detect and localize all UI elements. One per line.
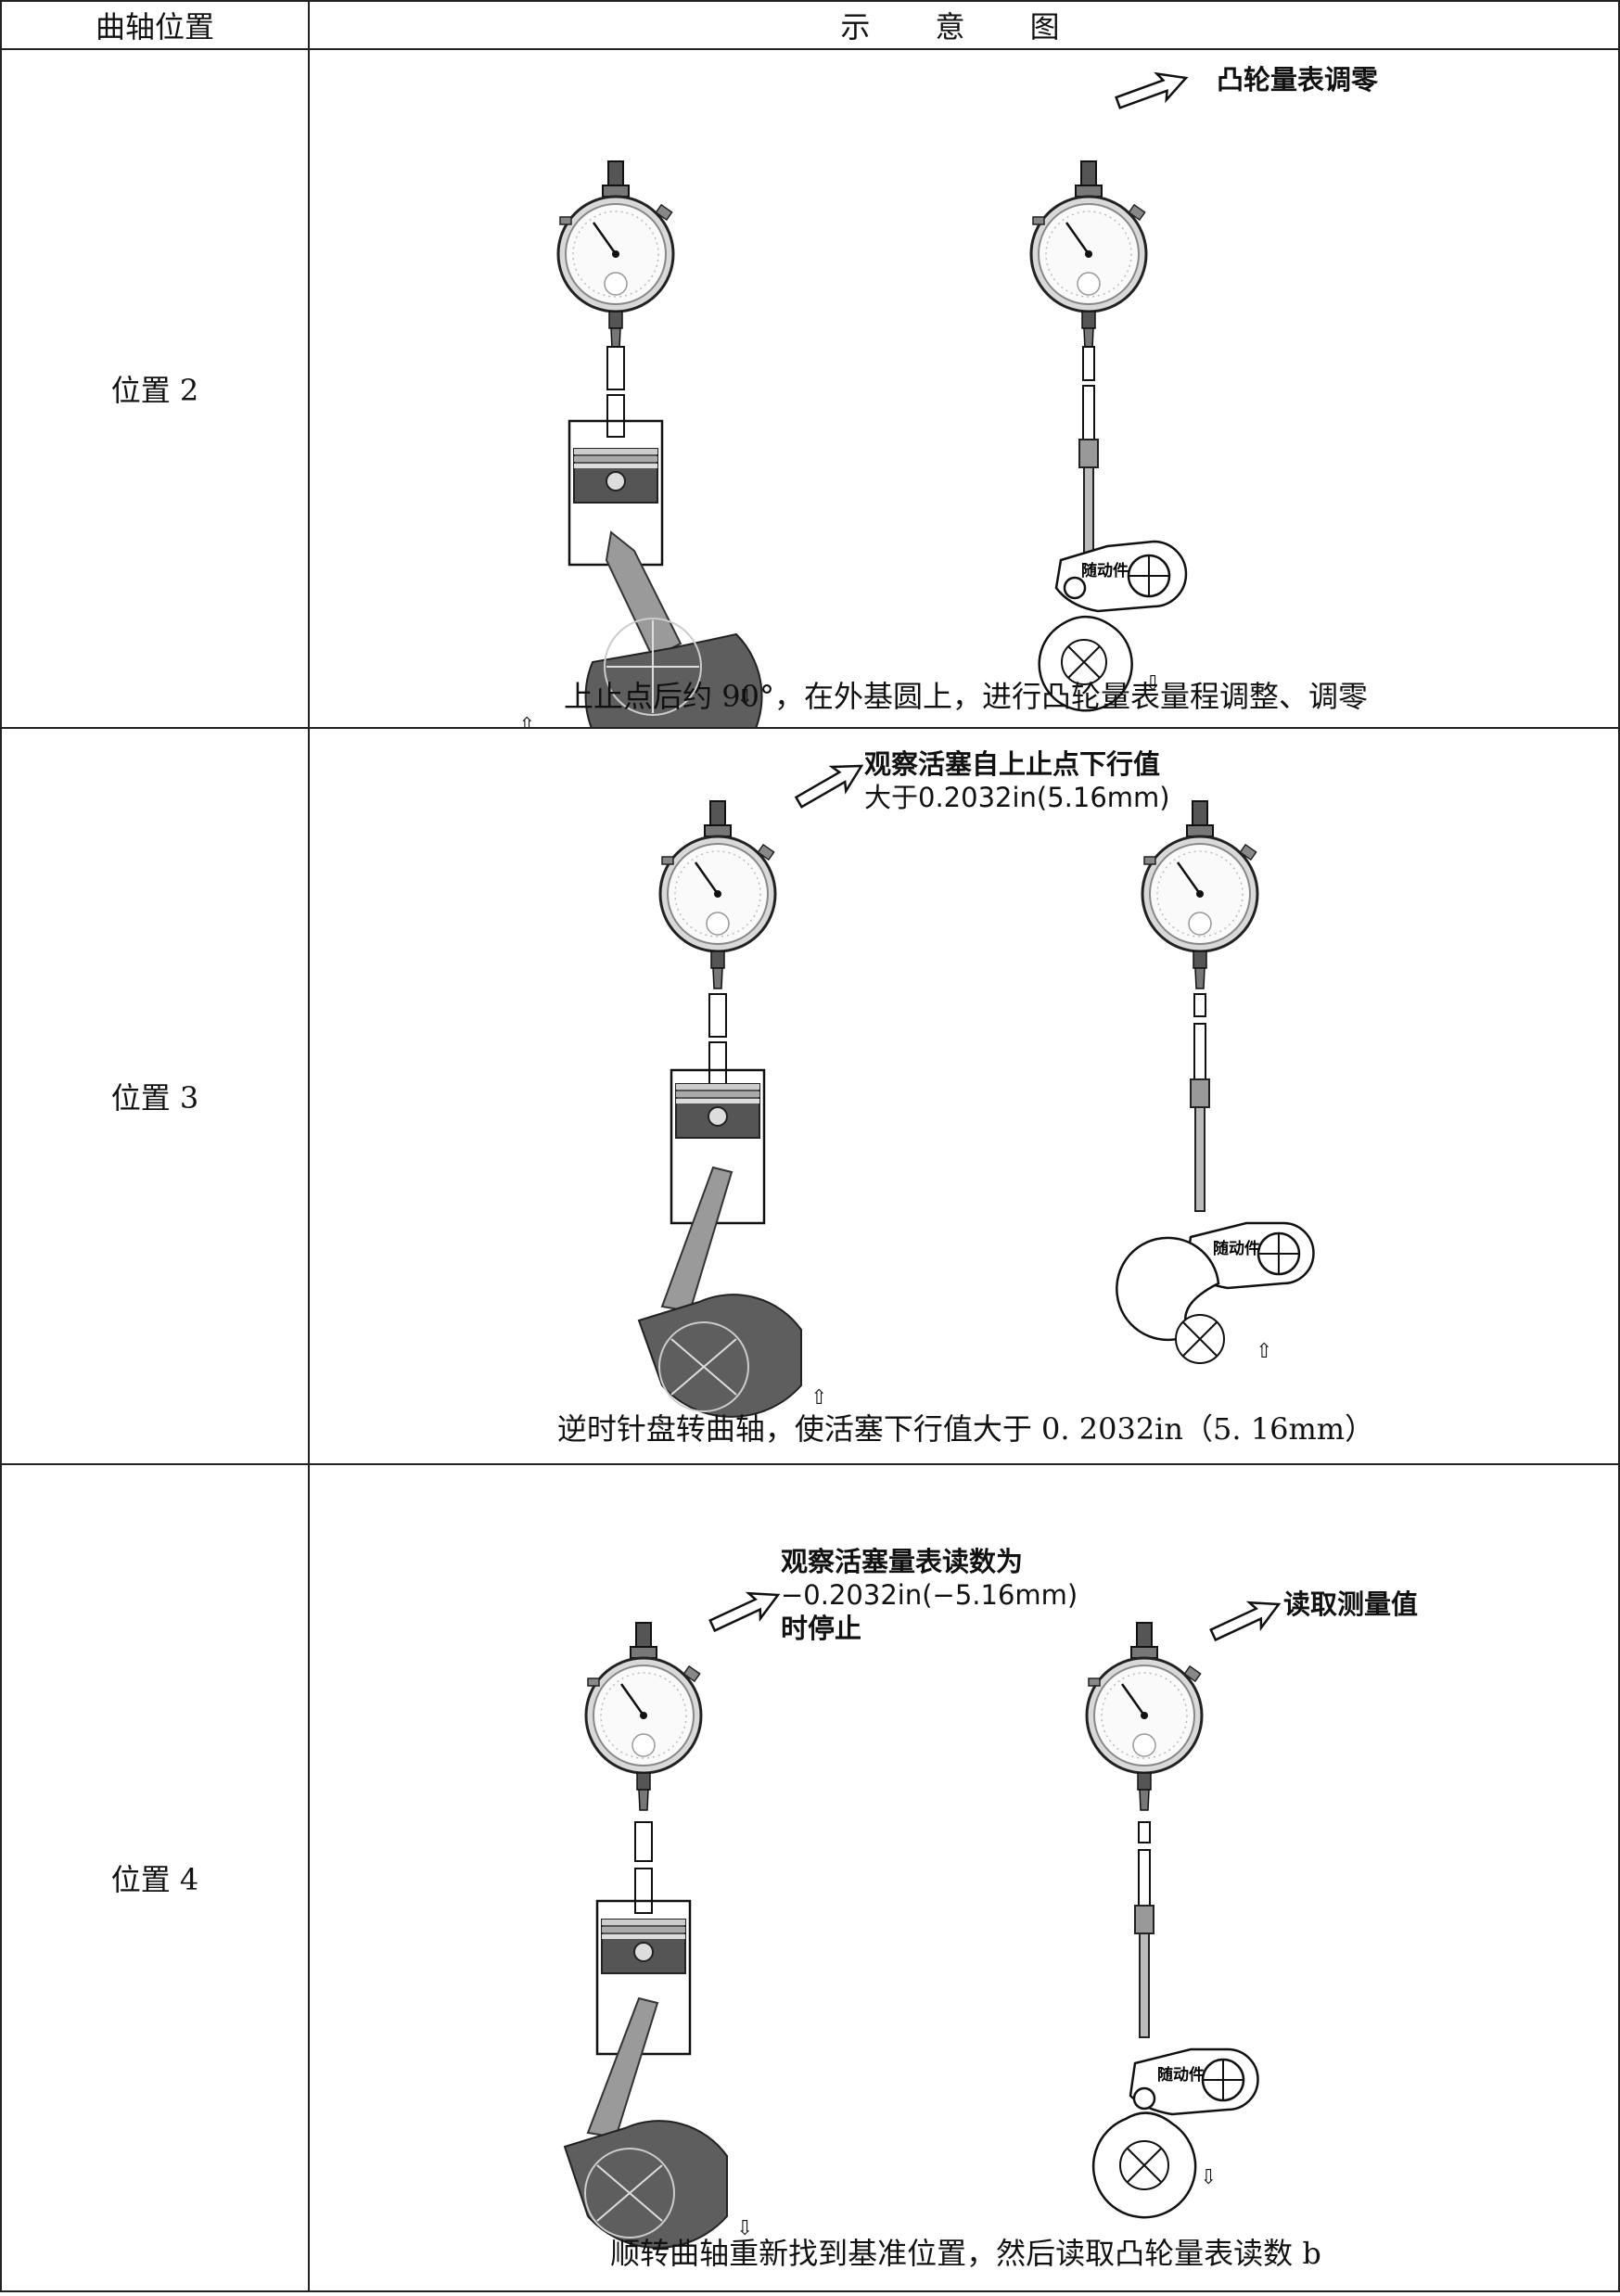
annotation-arrow xyxy=(1112,63,1193,118)
position-label: 位置 3 xyxy=(0,727,310,1465)
piston-gauge-assembly: ⇧ xyxy=(637,799,827,1418)
position-label: 位置 2 xyxy=(0,48,310,729)
diagram-cell: ⇧ ⇩ 随动件 xyxy=(308,48,1620,729)
follower-label: 随动件 xyxy=(1157,2065,1205,2085)
position-3-diagram: ⇧ 随动件 ⇧ xyxy=(637,752,1315,1418)
header-diagram: 示 意 图 xyxy=(308,0,1620,50)
diagram-cell: ⇧ 随动件 ⇧ xyxy=(308,727,1620,1465)
position-2-diagram: ⇧ ⇩ 随动件 xyxy=(518,63,1193,727)
svg-text:⇩: ⇩ xyxy=(736,686,753,709)
annotation-read-value: 读取测量值 xyxy=(1283,1588,1419,1620)
header-crank-position: 曲轴位置 xyxy=(0,0,310,50)
cam-gauge-assembly: 随动件 ⇩ xyxy=(1029,159,1188,712)
table-row: 位置 2 ⇧ ⇩ xyxy=(0,48,1620,729)
svg-text:⇩: ⇩ xyxy=(1144,672,1161,695)
piston-gauge-assembly: ⇧ ⇩ xyxy=(518,159,763,727)
annotation-arrow xyxy=(1205,1590,1286,1649)
svg-text:⇩: ⇩ xyxy=(736,2217,753,2240)
table-row: 位置 3 ⇧ xyxy=(0,727,1620,1465)
cam-gauge-assembly: 随动件 ⇧ xyxy=(1116,799,1315,1364)
row-caption: 顺转曲轴重新找到基准位置，然后读取凸轮量表读数 b xyxy=(610,2236,1321,2271)
follower-label: 随动件 xyxy=(1213,1239,1260,1258)
svg-text:⇧: ⇧ xyxy=(518,714,535,727)
annotation-arrow xyxy=(790,752,870,816)
piston-gauge-assembly: ⇩ xyxy=(563,1621,753,2249)
annotation-piston-reading: 观察活塞量表读数为 −0.2032in(−5.16mm) 时停止 xyxy=(781,1546,1078,1644)
cam-gauge-assembly: 随动件 ⇩ xyxy=(1085,1621,1259,2219)
position-label: 位置 4 xyxy=(0,1463,310,2292)
position-4-diagram: ⇩ 随动件 ⇩ xyxy=(563,1581,1286,2249)
table-row: 位置 4 ⇩ xyxy=(0,1463,1620,2292)
svg-text:⇩: ⇩ xyxy=(1200,2166,1217,2189)
annotation-cam-zero: 凸轮量表调零 xyxy=(1217,64,1379,96)
table-header-row: 曲轴位置 示 意 图 xyxy=(0,0,1620,50)
annotation-piston-travel: 观察活塞自上止点下行值 大于0.2032in(5.16mm) xyxy=(864,748,1170,813)
diagram-cell: ⇩ 随动件 ⇩ xyxy=(308,1463,1620,2292)
follower-label: 随动件 xyxy=(1081,561,1129,580)
svg-text:⇧: ⇧ xyxy=(1256,1340,1272,1363)
row-caption: 上止点后约 90°，在外基圆上，进行凸轮量表量程调整、调零 xyxy=(564,679,1368,714)
annotation-arrow xyxy=(705,1581,785,1639)
row-caption: 逆时针盘转曲轴，使活塞下行值大于 0. 2032in（5. 16mm） xyxy=(556,1411,1375,1447)
svg-text:⇧: ⇧ xyxy=(810,1386,827,1409)
